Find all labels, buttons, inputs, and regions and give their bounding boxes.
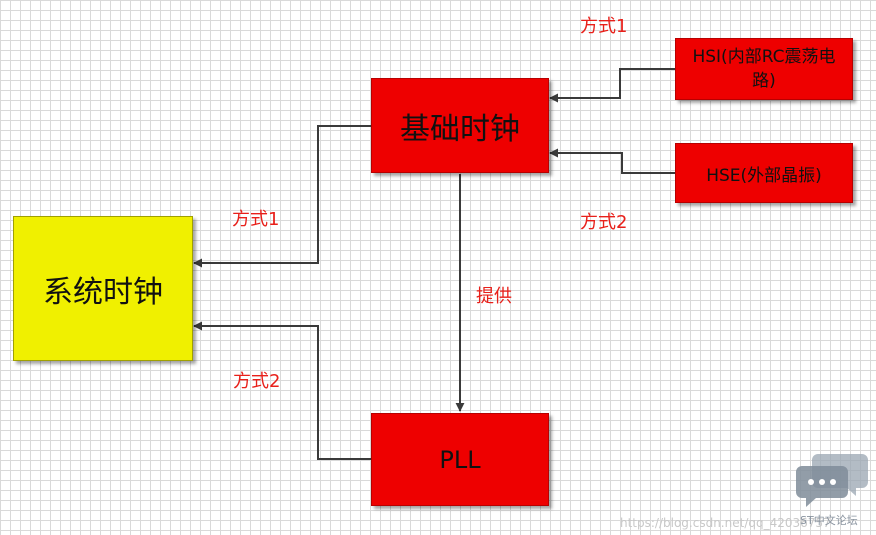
csdn-url-watermark: https://blog.csdn.net/qq_42036757	[620, 516, 831, 530]
edge-label-hsi-to-base: 方式1	[580, 16, 628, 37]
system-clock-label: 系统时钟	[43, 274, 163, 310]
connector-hse-to-base-clock	[549, 148, 675, 174]
system-clock-node: 系统时钟	[13, 216, 193, 361]
pll-node: PLL	[371, 413, 549, 506]
edge-label-pll-to-system: 方式2	[233, 371, 281, 392]
forum-brand-watermark: ST中文论坛	[800, 514, 858, 527]
connector-hsi-to-base-clock	[549, 68, 675, 103]
chat-bubbles-icon	[796, 454, 868, 507]
pll-label: PLL	[439, 445, 481, 474]
edge-label-hse-to-base: 方式2	[580, 212, 628, 233]
hse-label: HSE(外部晶振)	[706, 165, 822, 186]
hsi-node: HSI(内部RC震荡电路)	[675, 38, 853, 100]
base-clock-node: 基础时钟	[371, 78, 549, 173]
base-clock-label: 基础时钟	[400, 111, 520, 147]
edge-label-base-to-pll: 提供	[476, 286, 512, 307]
connector-base-clock-to-system-clock	[193, 125, 371, 268]
connector-pll-to-system-clock	[193, 321, 371, 460]
edge-label-base-to-system: 方式1	[232, 209, 280, 230]
hse-node: HSE(外部晶振)	[675, 143, 853, 203]
hsi-label: HSI(内部RC震荡电路)	[692, 47, 836, 91]
